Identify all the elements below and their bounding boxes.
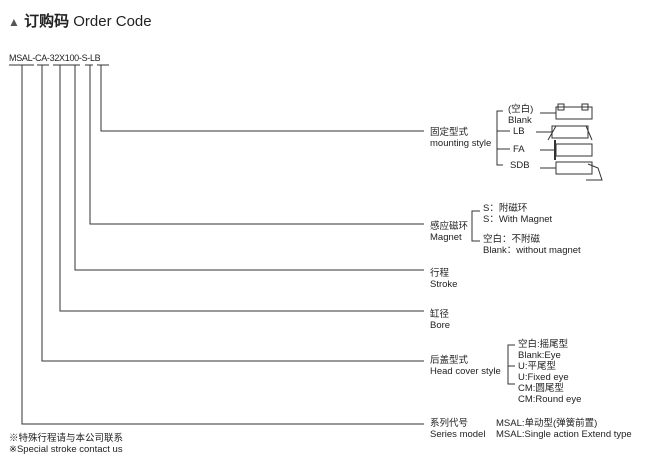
option-en: S：With Magnet — [483, 214, 553, 225]
cylinder-sdb-icon — [540, 161, 603, 181]
note-en: ※Special stroke contact us — [9, 444, 123, 455]
series-value: MSAL:单动型(弹簧前置)MSAL:Single action Extend … — [496, 418, 632, 440]
label-cn: 缸径 — [430, 309, 450, 320]
option-cn: 空白:摇尾型 — [518, 339, 569, 350]
label-cn: 后盖型式 — [430, 355, 469, 366]
title-cn: 订购码 — [24, 13, 70, 30]
label-en: Head cover style — [430, 366, 501, 377]
value-en: MSAL:Single action Extend type — [496, 429, 632, 440]
title-en: Order Code — [73, 13, 152, 30]
label-en: Stroke — [430, 279, 458, 290]
option-cn: (空白) — [508, 104, 534, 115]
label-en: Series model — [430, 429, 486, 440]
code-sep: - — [46, 53, 50, 63]
option-cn: CM:圆尾型 — [518, 383, 564, 394]
option-cn: U:平尾型 — [518, 361, 557, 372]
note-cn: ※特殊行程请与本公司联系 — [9, 433, 124, 444]
triangle-icon: ▲ — [8, 15, 20, 29]
code-head: CA — [35, 53, 47, 63]
option-en: U:Fixed eye — [518, 372, 569, 383]
label-cn: 感应磁环 — [430, 221, 469, 232]
label-cn: 系列代号 — [430, 418, 469, 429]
option-en: Blank：without magnet — [483, 245, 581, 256]
notes: ※特殊行程请与本公司联系※Special stroke contact us — [9, 433, 123, 455]
label-en: Magnet — [430, 232, 462, 243]
code-sep: - — [87, 53, 90, 63]
code-sep: - — [78, 53, 82, 63]
mounting-option-lb: LB — [513, 126, 525, 137]
mounting-option-blank: (空白)Blank — [508, 104, 533, 126]
cylinder-blank-icon — [540, 103, 593, 120]
cylinder-fa-icon — [540, 140, 593, 160]
value-cn: MSAL:单动型(弹簧前置) — [496, 418, 598, 429]
mounting-option-fa: FA — [513, 144, 525, 155]
order-code-string: MSAL-CA-32X100-S-LB — [9, 53, 101, 64]
cylinder-lb-icon — [536, 125, 593, 141]
label-en: mounting style — [430, 138, 492, 149]
code-series: MSAL — [9, 53, 33, 63]
label-en: Bore — [430, 320, 451, 331]
code-bore-stroke: 32X100 — [49, 53, 80, 63]
page-title: ▲ 订购码 Order Code — [8, 10, 152, 31]
option-en: Blank:Eye — [518, 350, 561, 361]
option-en: CM:Round eye — [518, 394, 582, 405]
code-mounting: LB — [89, 53, 101, 63]
option-cn: S：附磁环 — [483, 203, 528, 214]
label-cn: 行程 — [430, 268, 450, 279]
mounting-option-sdb: SDB — [510, 160, 530, 171]
option-cn: 空白：不附磁 — [483, 234, 541, 245]
code-sep: - — [32, 53, 36, 63]
label-cn: 固定型式 — [430, 127, 469, 138]
code-magnet: S — [81, 53, 88, 63]
option-en: Blank — [508, 115, 532, 126]
